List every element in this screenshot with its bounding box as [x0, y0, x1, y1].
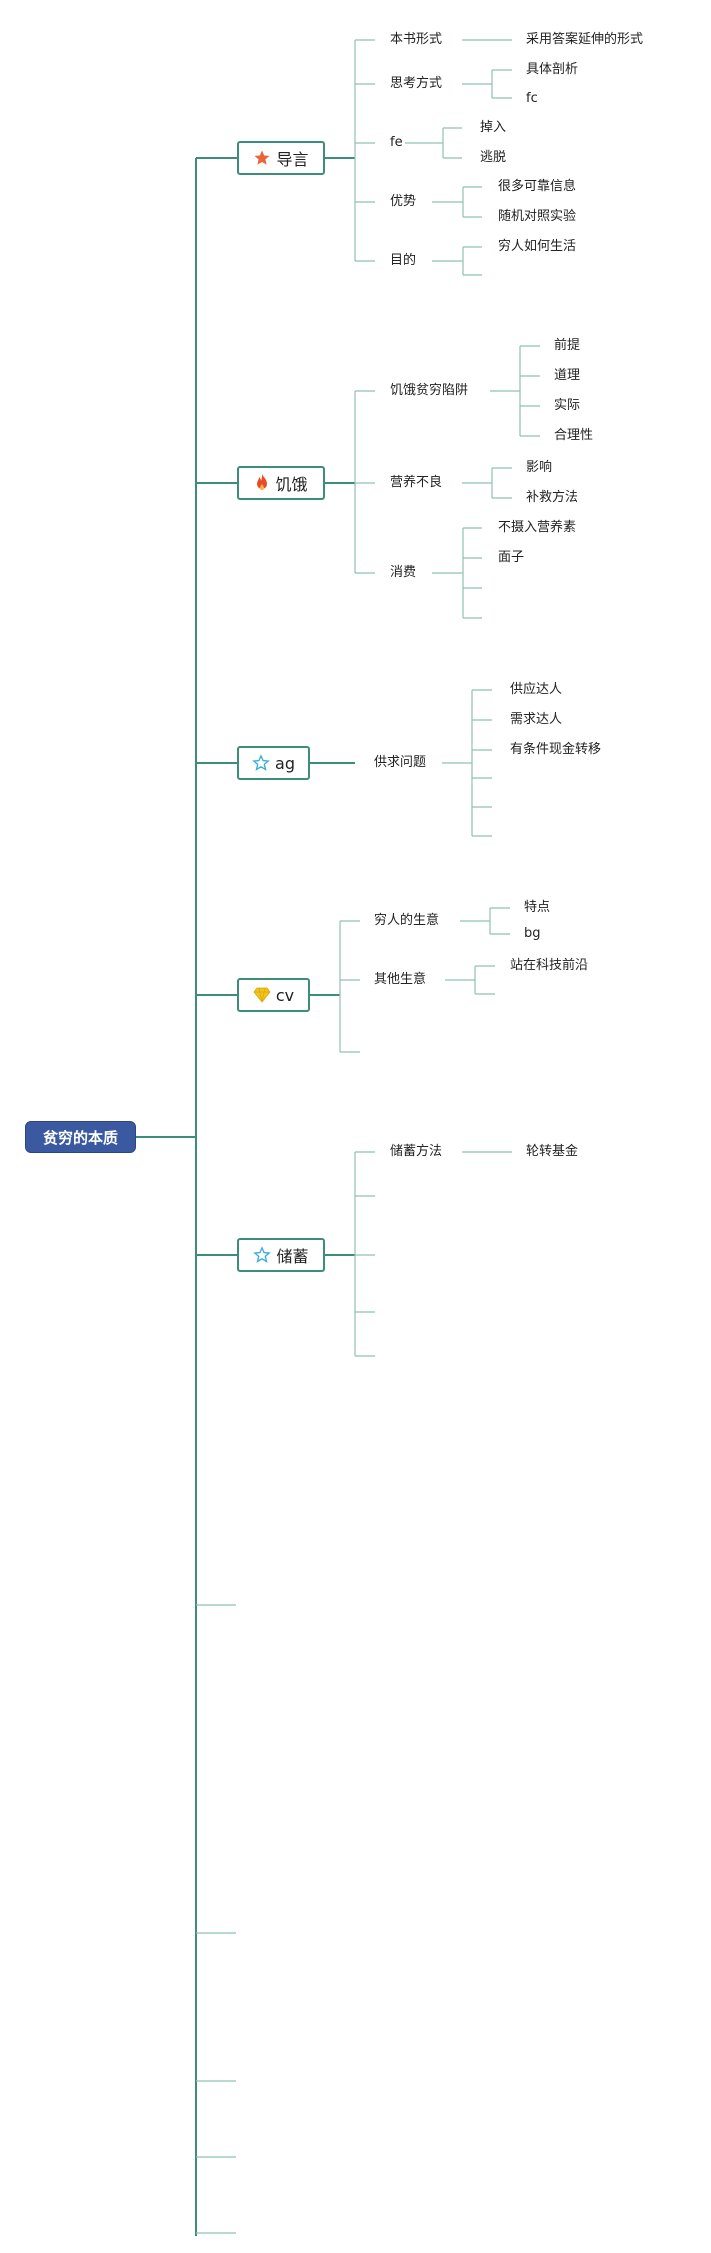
branch-hunger[interactable]: 饥饿	[237, 466, 325, 500]
branch-label: 储蓄	[276, 1247, 309, 1266]
topic-node[interactable]: 随机对照实验	[498, 209, 577, 224]
topic-node[interactable]: 影响	[526, 460, 553, 475]
topic-node[interactable]: 消费	[390, 565, 417, 580]
topic-node[interactable]: 不摄入营养素	[498, 520, 577, 535]
topic-node[interactable]: 站在科技前沿	[510, 958, 589, 973]
topic-node[interactable]: 合理性	[554, 428, 594, 443]
star-outline-icon	[253, 1246, 272, 1264]
topic-node[interactable]: 补救方法	[526, 490, 579, 505]
topic-node[interactable]: fc	[526, 91, 538, 106]
topic-node[interactable]: 采用答案延伸的形式	[526, 32, 644, 47]
star-outline-icon	[252, 754, 270, 772]
topic-node[interactable]: 轮转基金	[526, 1144, 579, 1159]
topic-node[interactable]: 其他生意	[374, 972, 427, 987]
branch-ag[interactable]: ag	[237, 746, 310, 780]
topic-node[interactable]: 本书形式	[390, 32, 443, 47]
topic-node[interactable]: 道理	[554, 368, 581, 383]
topic-node[interactable]: 供求问题	[374, 755, 427, 770]
topic-node[interactable]: 逃脱	[480, 150, 507, 165]
branch-label: ag	[275, 753, 295, 773]
branch-label: cv	[275, 985, 295, 1005]
star-filled-icon	[253, 149, 271, 167]
topic-node[interactable]: 有条件现金转移	[510, 742, 602, 757]
topic-node[interactable]: 掉入	[480, 120, 507, 135]
topic-node[interactable]: 面子	[498, 550, 525, 565]
topic-node[interactable]: 优势	[390, 194, 417, 209]
branch-label: 饥饿	[275, 475, 308, 494]
branch-savings[interactable]: 储蓄	[237, 1238, 325, 1272]
topic-node[interactable]: 供应达人	[510, 682, 563, 697]
topic-node[interactable]: 前提	[554, 338, 581, 353]
branch-intro[interactable]: 导言	[237, 141, 325, 175]
topic-node[interactable]: 营养不良	[390, 475, 443, 490]
root-topic-label: 贫穷的本质	[42, 1128, 118, 1147]
branch-cv[interactable]: cv	[237, 978, 310, 1012]
topic-node[interactable]: 具体剖析	[526, 62, 579, 77]
topic-node[interactable]: 穷人的生意	[374, 913, 440, 928]
topic-node[interactable]: fe	[390, 135, 403, 150]
topic-node[interactable]: 储蓄方法	[390, 1144, 443, 1159]
topic-node[interactable]: 需求达人	[510, 712, 563, 727]
topic-node[interactable]: 思考方式	[390, 76, 443, 91]
topic-node[interactable]: 很多可靠信息	[498, 179, 577, 194]
topic-node[interactable]: 特点	[524, 900, 551, 915]
root-topic[interactable]: 贫穷的本质	[25, 1121, 136, 1153]
branch-label: 导言	[276, 150, 309, 169]
fire-icon	[254, 473, 270, 493]
topic-node[interactable]: bg	[524, 926, 541, 941]
topic-node[interactable]: 饥饿贫穷陷阱	[390, 383, 469, 398]
topic-node[interactable]: 目的	[390, 253, 417, 268]
topic-node[interactable]: 穷人如何生活	[498, 239, 577, 254]
topic-node[interactable]: 实际	[554, 398, 581, 413]
diamond-icon	[253, 987, 271, 1003]
